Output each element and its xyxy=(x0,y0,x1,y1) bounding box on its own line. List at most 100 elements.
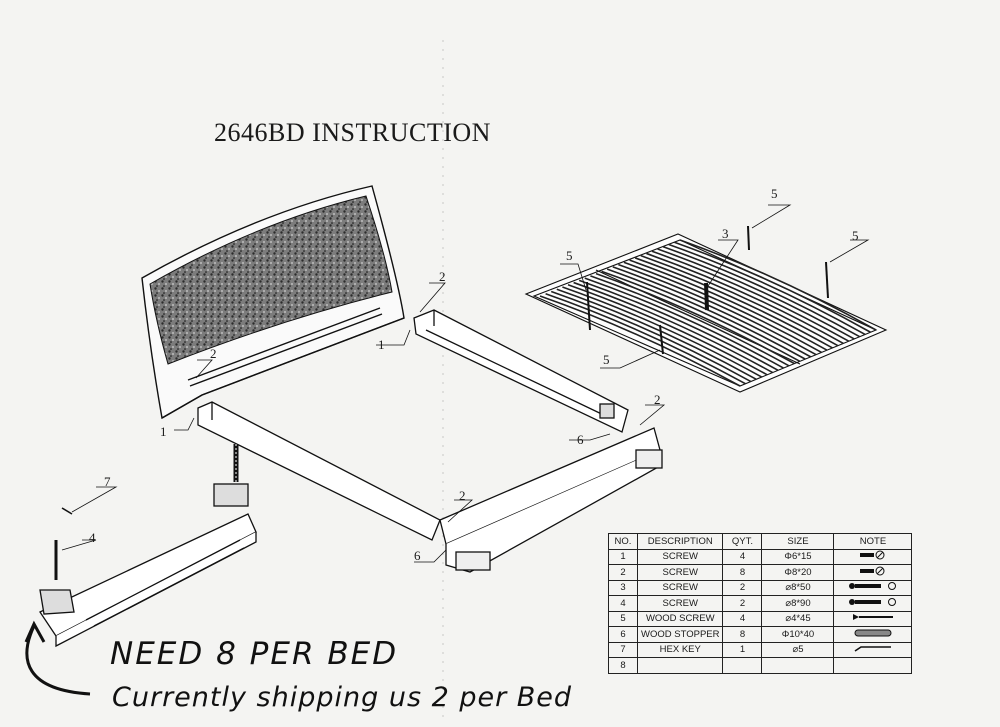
bolt-washer-icon xyxy=(848,582,898,594)
callout-6-right: 6 xyxy=(577,432,584,447)
cell-description: SCREW xyxy=(636,579,724,596)
slat xyxy=(539,295,741,387)
slat xyxy=(578,279,779,372)
slat xyxy=(556,288,757,380)
header-note: NOTE xyxy=(833,533,913,550)
cell-size: ⌀5 xyxy=(761,641,835,658)
cell-note xyxy=(833,548,913,565)
slat xyxy=(562,286,763,378)
slat xyxy=(679,239,877,331)
slat xyxy=(612,266,812,358)
bolt-stack xyxy=(54,507,73,580)
cell-note xyxy=(833,595,913,612)
cell-no: 4 xyxy=(608,595,638,612)
cell-size: ⌀8*90 xyxy=(761,595,835,612)
handwritten-note-line2: Currently shipping us 2 per Bed xyxy=(112,682,573,713)
cell-size: Φ8*20 xyxy=(761,564,835,581)
cell-qty xyxy=(722,657,763,674)
handwritten-arrow xyxy=(24,620,91,696)
callout-2-foot: 2 xyxy=(459,488,466,503)
leader-lines xyxy=(61,204,870,563)
slat xyxy=(590,275,790,367)
headboard xyxy=(141,185,405,420)
cell-qty: 2 xyxy=(722,579,763,596)
slat xyxy=(634,257,833,349)
cell-note xyxy=(833,579,913,596)
slat-group xyxy=(539,239,877,387)
callout-3: 3 xyxy=(722,226,729,241)
handwritten-note-line1: NEED 8 PER BED xyxy=(110,636,399,672)
side-rail-right xyxy=(413,309,629,433)
callout-5-top: 5 xyxy=(771,186,778,201)
cell-size xyxy=(761,657,835,674)
foot-rail xyxy=(197,401,663,573)
screw-icon xyxy=(858,566,888,579)
header-no: NO. xyxy=(608,533,638,550)
cell-qty: 8 xyxy=(722,626,763,643)
screw-icon xyxy=(858,550,888,563)
callout-2-left: 2 xyxy=(210,346,217,361)
cell-qty: 2 xyxy=(722,595,763,612)
cell-description: SCREW xyxy=(636,564,724,581)
slat xyxy=(567,284,768,376)
callout-4: 4 xyxy=(89,530,96,545)
hex-key-icon xyxy=(853,645,893,656)
slat xyxy=(651,250,850,342)
callout-5-left: 5 xyxy=(566,248,573,263)
slat xyxy=(595,272,795,365)
cell-description: HEX KEY xyxy=(636,641,724,658)
callout-6-foot: 6 xyxy=(414,548,421,563)
slat xyxy=(668,243,866,336)
slat xyxy=(640,254,839,347)
cell-description: SCREW xyxy=(636,548,724,565)
slat xyxy=(584,277,784,369)
header-description: DESCRIPTION xyxy=(636,533,724,550)
cell-no: 5 xyxy=(608,610,638,627)
cell-size: Φ6*15 xyxy=(761,548,835,565)
slat xyxy=(674,241,871,333)
cell-note xyxy=(833,564,913,581)
callout-5-bottom: 5 xyxy=(603,352,610,367)
cell-qty: 4 xyxy=(722,610,763,627)
cell-no: 1 xyxy=(608,548,638,565)
callout-5-right: 5 xyxy=(852,228,859,243)
cell-no: 3 xyxy=(608,579,638,596)
cell-note xyxy=(833,610,913,627)
cell-note xyxy=(833,641,913,658)
cell-qty: 4 xyxy=(722,548,763,565)
cell-qty: 1 xyxy=(722,641,763,658)
table-row: 8 xyxy=(608,657,913,674)
cell-note xyxy=(833,626,913,643)
cell-no: 2 xyxy=(608,564,638,581)
slat xyxy=(629,259,828,351)
slat xyxy=(623,261,822,354)
cell-no: 6 xyxy=(608,626,638,643)
cell-description: WOOD SCREW xyxy=(636,610,724,627)
callout-7: 7 xyxy=(104,474,111,489)
screws xyxy=(233,225,829,482)
callout-1-right: 1 xyxy=(378,337,385,352)
cell-description xyxy=(636,657,724,674)
wood-screw-icon xyxy=(851,614,895,625)
cell-size: ⌀4*45 xyxy=(761,610,835,627)
side-rail-left xyxy=(39,483,257,648)
cell-description: SCREW xyxy=(636,595,724,612)
bolt-washer-icon xyxy=(848,597,898,610)
callout-1-left: 1 xyxy=(160,424,167,439)
slat xyxy=(573,281,774,374)
dowel-icon xyxy=(851,629,895,641)
slat xyxy=(550,290,752,383)
page-title: 2646BD INSTRUCTION xyxy=(214,118,491,147)
slat xyxy=(646,252,844,345)
cell-note xyxy=(833,657,913,674)
cell-size: Φ10*40 xyxy=(761,626,835,643)
header-size: SIZE xyxy=(761,533,835,550)
